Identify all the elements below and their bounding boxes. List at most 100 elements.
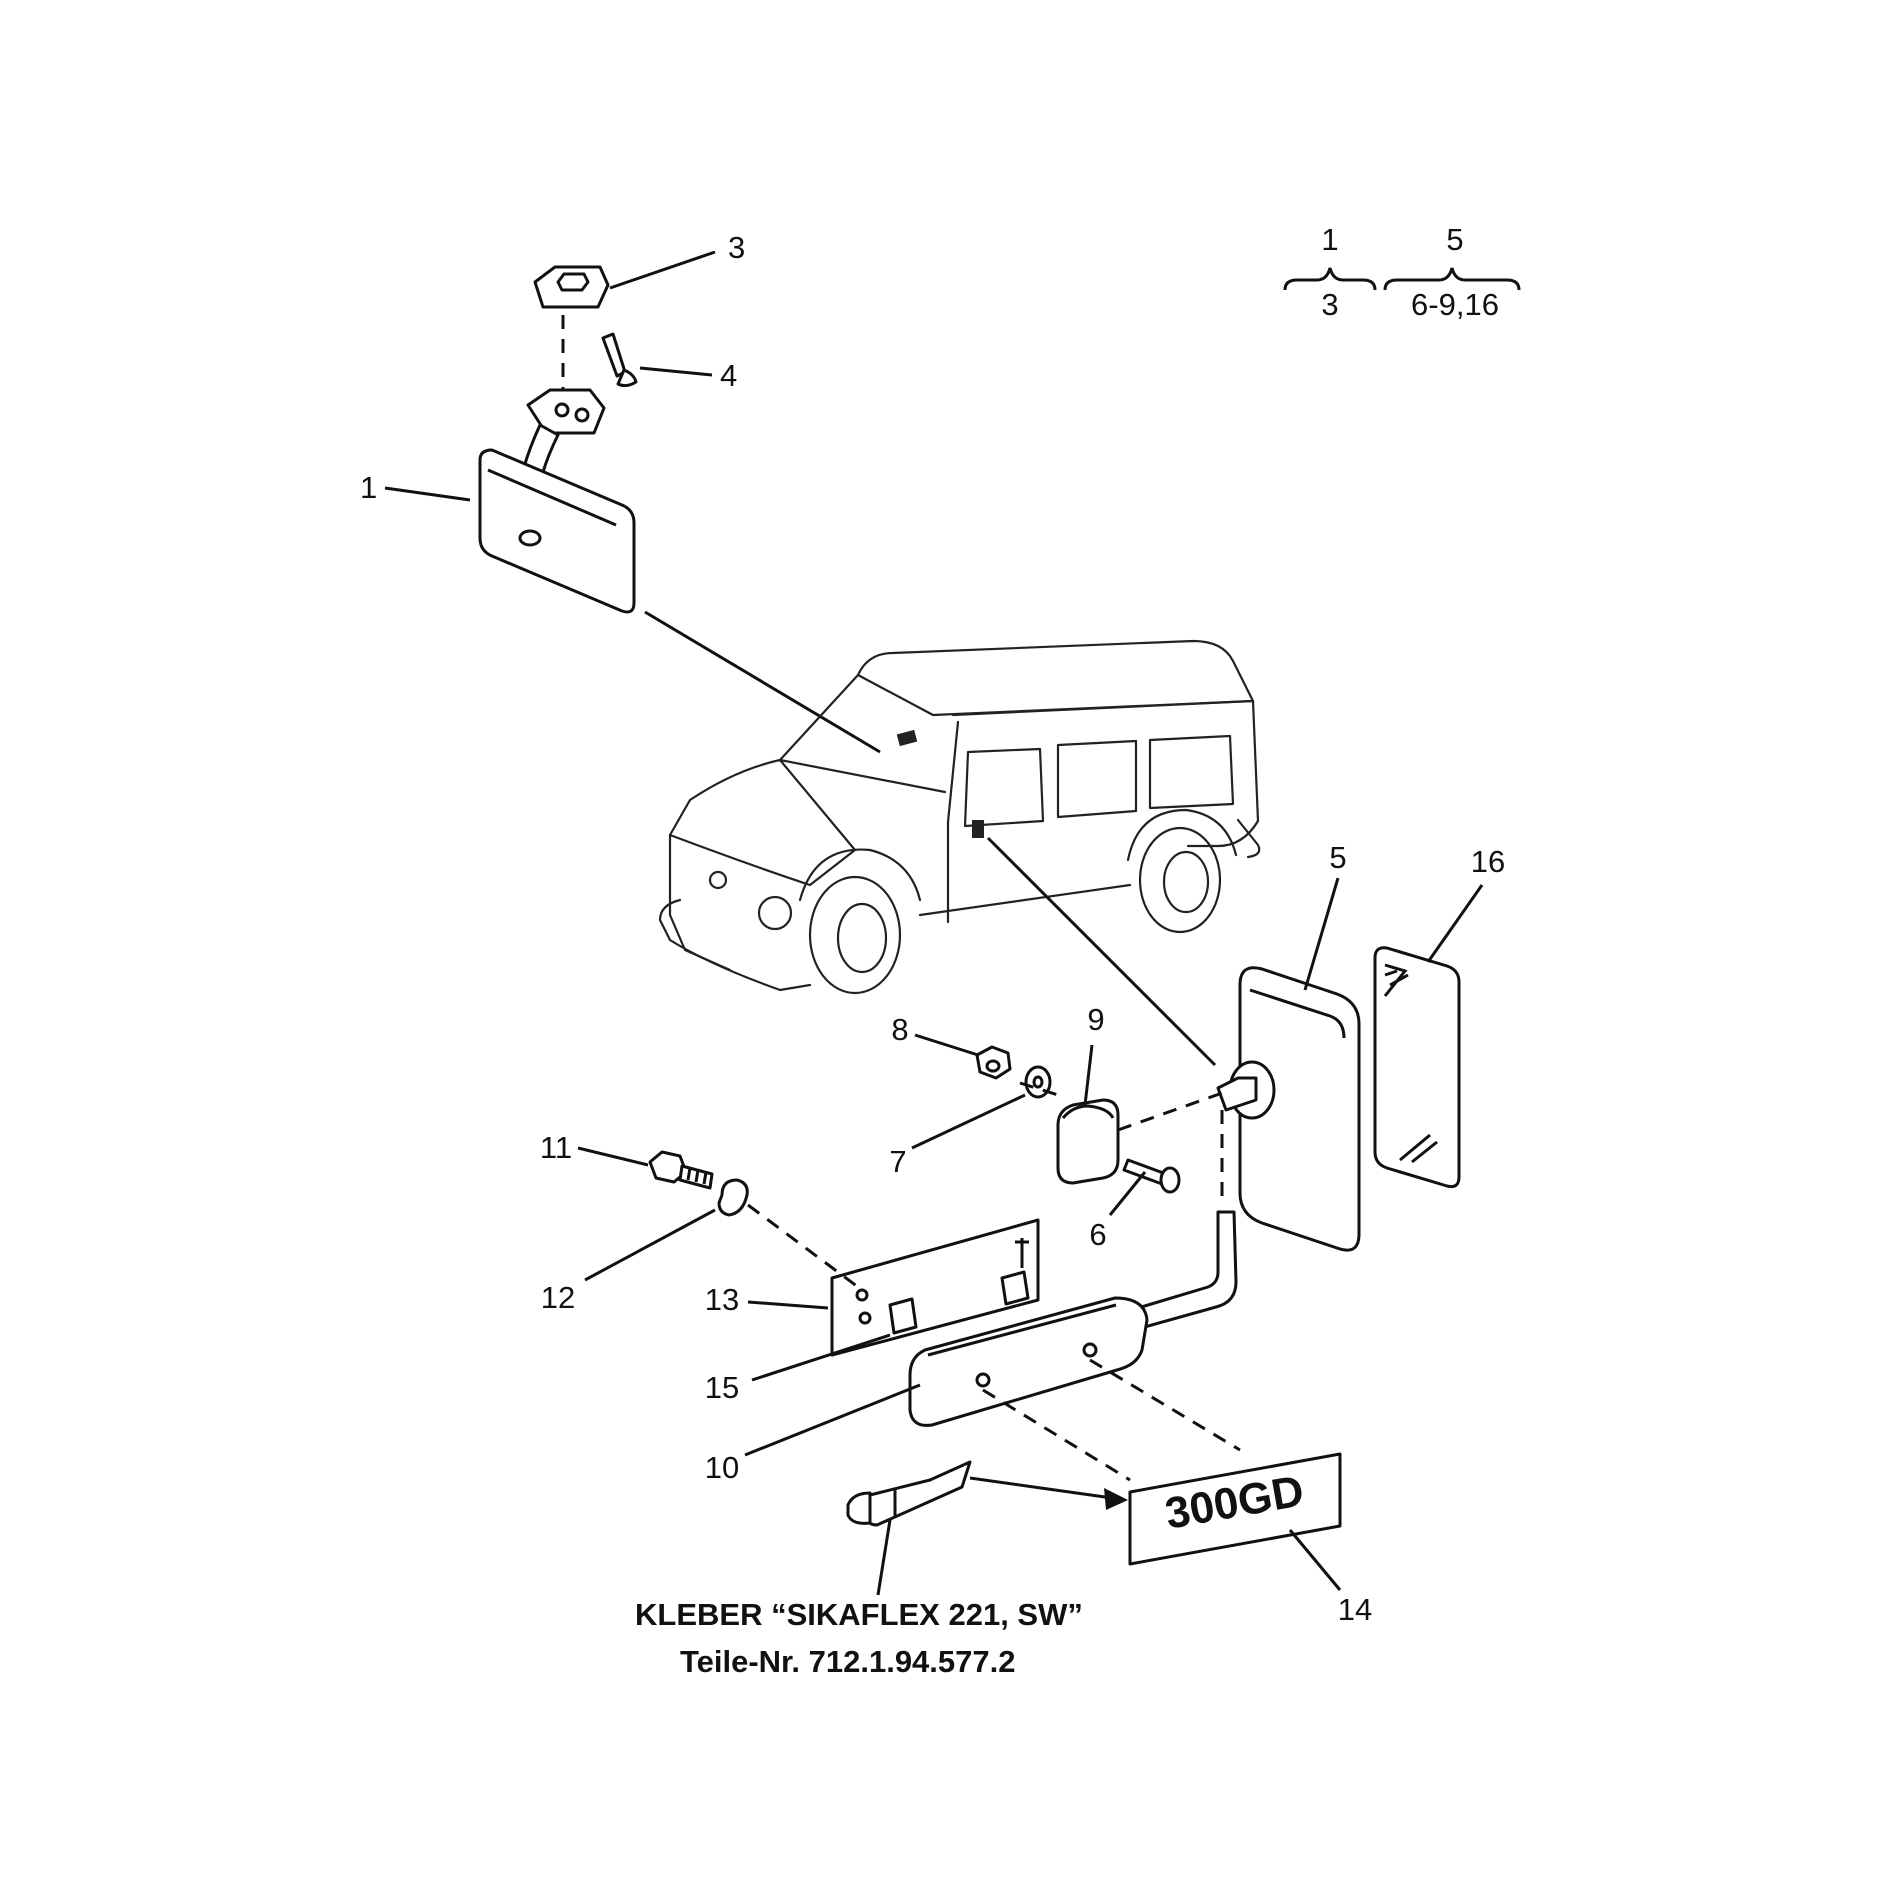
nut-guide-line — [1019, 1081, 1059, 1097]
mirror-head-edge — [1249, 988, 1346, 1039]
legend-a-top: 1 — [1321, 222, 1338, 257]
leader-16 — [1426, 884, 1484, 963]
mirror-bracket-part — [908, 1296, 1149, 1427]
leader-3 — [609, 250, 716, 290]
clamp-guide-line — [1117, 1090, 1226, 1132]
callout-16: 16 — [1471, 844, 1505, 879]
callout-13: 13 — [705, 1282, 739, 1317]
vehicle-rear-wheel — [1138, 826, 1222, 934]
leader-8 — [914, 1033, 979, 1057]
legend-b-bracket — [1383, 267, 1521, 291]
washer-hole — [1032, 1075, 1044, 1089]
mirror-to-car-line — [644, 610, 881, 754]
screw-4-head — [616, 368, 638, 388]
callouts: 3 4 1 5 16 8 9 7 6 11 12 13 15 10 14 — [360, 230, 1505, 1627]
legend-b-bottom: 6-9,16 — [1411, 287, 1499, 322]
screw-6-head — [1159, 1166, 1181, 1194]
glass-hatch-top — [1383, 963, 1408, 997]
legend-a-bracket — [1283, 267, 1377, 291]
model-badge: 300GD — [1128, 1452, 1342, 1566]
adhesive-tube — [846, 1460, 1128, 1527]
leader-12 — [584, 1208, 716, 1282]
interior-mirror-marker — [896, 729, 918, 747]
leader-11 — [577, 1146, 649, 1167]
vehicle-roof — [856, 639, 1255, 717]
leader-15 — [751, 1333, 891, 1382]
nut-hole — [985, 1059, 1001, 1073]
legend-b-top: 5 — [1446, 222, 1463, 257]
mirror-pivot — [1216, 1076, 1258, 1112]
leader-5 — [1303, 877, 1340, 991]
interior-mirror-part — [478, 448, 636, 614]
clamp-top — [1061, 1104, 1115, 1119]
bracket-top-edge — [927, 1303, 1117, 1357]
adhesive-cap — [846, 1491, 872, 1525]
vehicle-indicator — [708, 870, 728, 890]
leader-7 — [911, 1093, 1026, 1150]
bracket-guide-right — [1089, 1358, 1241, 1452]
hardware-parts — [648, 1045, 1241, 1482]
exterior-mirror-marker — [972, 820, 984, 838]
mirror-glass-part — [1373, 946, 1461, 1189]
stem-joint — [518, 529, 542, 547]
callout-15: 15 — [705, 1370, 739, 1405]
vehicle-headlight — [757, 895, 793, 931]
adhesive-note-line2: Teile-Nr. 712.1.94.577.2 — [680, 1644, 1016, 1679]
mirror-glass — [1373, 946, 1461, 1189]
mounting-plate-assembly — [830, 1218, 1040, 1357]
leader-1 — [384, 486, 471, 502]
callout-1: 1 — [360, 470, 377, 505]
vehicle-window-2 — [1056, 739, 1138, 819]
vehicle-hood — [668, 758, 857, 887]
clip-left — [888, 1297, 918, 1335]
vehicle-rear-hub — [1162, 850, 1210, 914]
callout-12: 12 — [541, 1280, 575, 1315]
bolt-guide-line — [747, 1203, 863, 1292]
cover-cap-slot — [556, 272, 590, 292]
lock-washer-part — [717, 1178, 749, 1217]
vehicle-front-arch — [798, 848, 922, 902]
callout-4: 4 — [720, 358, 737, 393]
vehicle-outline — [658, 639, 1261, 995]
callout-9: 9 — [1087, 1002, 1104, 1037]
leader-6 — [1108, 1171, 1147, 1216]
clip-right — [1000, 1270, 1030, 1306]
mirror-inner-edge — [487, 468, 617, 527]
callout-8: 8 — [891, 1012, 908, 1047]
adhesive-tube-part — [863, 1460, 972, 1527]
screw-4-part — [601, 332, 627, 378]
vehicle-rear-corner — [1236, 818, 1261, 859]
callout-3: 3 — [728, 230, 745, 265]
callout-10: 10 — [705, 1450, 739, 1485]
leader-4 — [639, 366, 713, 377]
vehicle-front-wheel — [808, 875, 902, 995]
callout-6: 6 — [1089, 1217, 1106, 1252]
glass-hatch-bottom — [1399, 1133, 1438, 1164]
adhesive-note-line1: KLEBER “SIKAFLEX 221, SW” — [635, 1597, 1083, 1632]
vehicle-rear-arch — [1126, 808, 1238, 862]
badge-part — [1128, 1452, 1342, 1566]
interior-mirror-assembly — [478, 265, 638, 614]
callout-5: 5 — [1329, 840, 1346, 875]
glass-hatch-top-2 — [1384, 969, 1409, 987]
callout-7: 7 — [889, 1144, 906, 1179]
mirror-arm-assembly — [908, 1210, 1238, 1427]
bracket-hole-right — [1082, 1342, 1098, 1358]
leader-9 — [1083, 1044, 1094, 1106]
adhesive-note: KLEBER “SIKAFLEX 221, SW” Teile-Nr. 712.… — [635, 1597, 1083, 1679]
mount-hole-left — [554, 402, 570, 418]
mount-hole-right — [574, 407, 590, 423]
bracket-hole-left — [975, 1372, 991, 1388]
plate-hole-bottom — [858, 1311, 872, 1325]
group-legend: 1 3 5 6-9,16 — [1283, 222, 1521, 322]
vehicle-sill — [918, 883, 1132, 917]
exterior-mirror-head — [1216, 966, 1361, 1252]
vehicle-side — [951, 699, 1260, 848]
plate-slot — [1015, 1238, 1029, 1268]
vehicle-bumper — [658, 898, 812, 992]
callout-11: 11 — [540, 1130, 572, 1165]
vehicle-front-corner — [668, 833, 732, 972]
leader-14 — [1288, 1529, 1342, 1591]
vehicle-window-1 — [963, 747, 1045, 828]
